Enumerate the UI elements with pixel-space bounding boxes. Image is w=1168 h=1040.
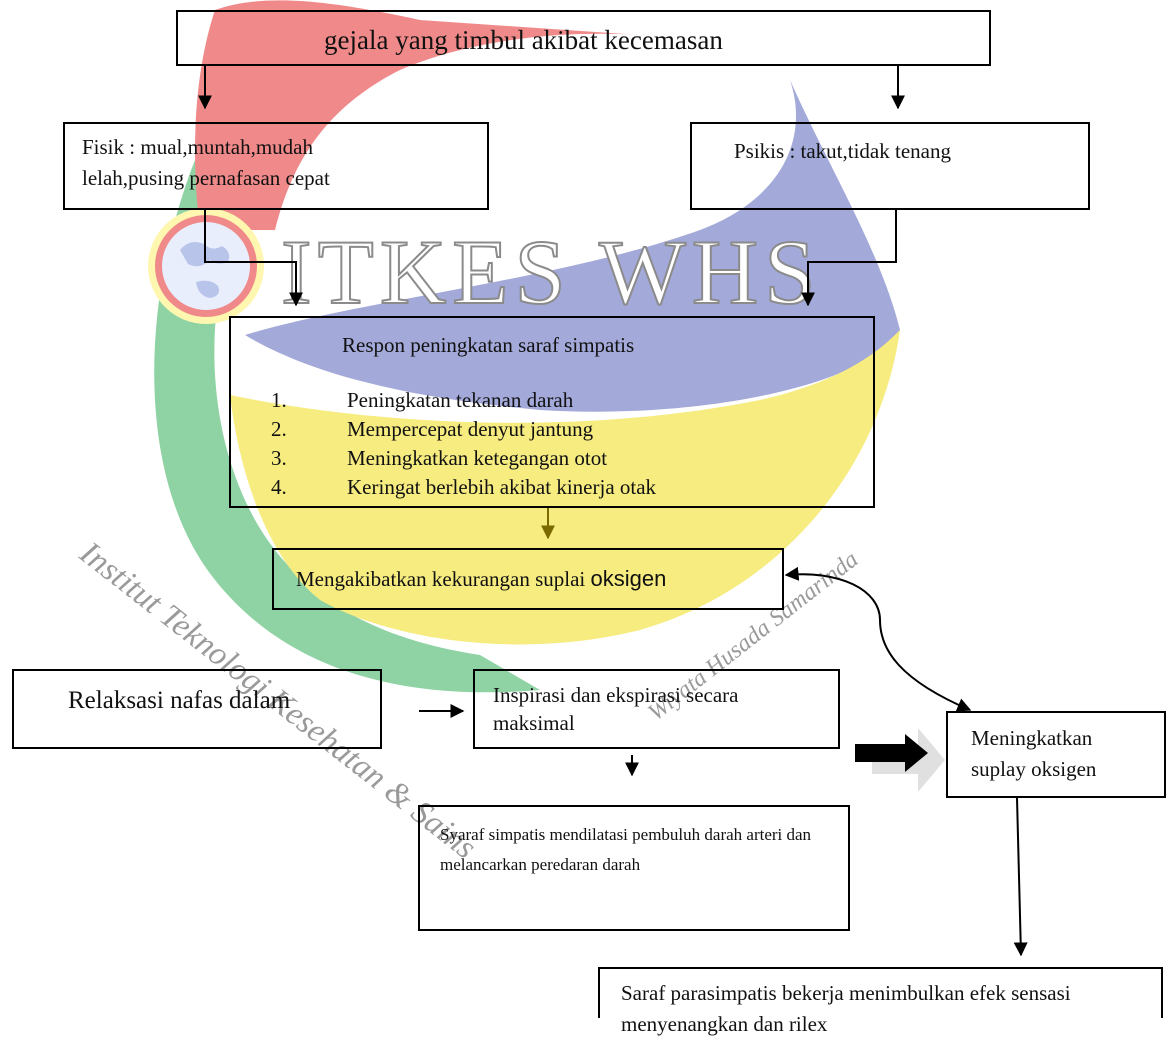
respon-item-number: 3.: [271, 446, 287, 470]
title-text: gejala yang timbul akibat kecemasan: [324, 25, 723, 55]
inspirasi-text: Inspirasi dan ekspirasi secara maksimal: [493, 683, 739, 735]
fisik-text: Fisik : mual,muntah,mudah lelah,pusing p…: [82, 135, 330, 190]
inspirasi-box: Inspirasi dan ekspirasi secara maksimal: [473, 669, 840, 749]
respon-box: Respon peningkatan saraf simpatis 1. Peni…: [229, 316, 875, 508]
psikis-text: Psikis : takut,tidak tenang: [734, 139, 951, 163]
respon-item-number: 1.: [271, 388, 287, 412]
fisik-box: Fisik : mual,muntah,mudah lelah,pusing p…: [63, 122, 489, 210]
respon-item-text: Peningkatan tekanan darah: [347, 388, 574, 412]
akibat-text: Mengakibatkan kekurangan suplai oksigen: [296, 566, 666, 592]
respon-item: 4. Keringat berlebih akibat kinerja otak: [271, 473, 656, 502]
suplay-box: Meningkatkan suplay oksigen: [946, 711, 1166, 798]
respon-item: 3. Meningkatkan ketegangan otot: [271, 444, 656, 473]
relaksasi-box: Relaksasi nafas dalam: [12, 669, 382, 749]
watermark-title: ITKES WHS: [280, 220, 822, 324]
title-box: gejala yang timbul akibat kecemasan: [176, 10, 991, 66]
akibat-oksigen-text: oksigen: [590, 566, 667, 591]
respon-item: 1. Peningkatan tekanan darah: [271, 386, 656, 415]
respon-item-number: 4.: [271, 475, 287, 499]
syaraf-box: Syaraf simpatis mendilatasi pembuluh dar…: [418, 805, 850, 931]
suplay-text: Meningkatkan suplay oksigen: [971, 726, 1097, 781]
respon-item: 2. Mempercepat denyut jantung: [271, 415, 656, 444]
respon-heading: Respon peningkatan saraf simpatis: [342, 333, 635, 357]
parasimpatis-text: Saraf parasimpatis bekerja menimbulkan e…: [621, 981, 1071, 1036]
respon-item-text: Mempercepat denyut jantung: [347, 417, 594, 441]
watermark-yellow-band: [230, 330, 900, 645]
respon-item-text: Keringat berlebih akibat kinerja otak: [347, 475, 657, 499]
akibat-main-text: Mengakibatkan kekurangan suplai: [296, 567, 591, 591]
parasimpatis-box: Saraf parasimpatis bekerja menimbulkan e…: [598, 967, 1163, 1036]
watermark-red-band: [195, 0, 640, 230]
watermark-green-arc: [154, 160, 540, 693]
watermark-blue-band: [245, 80, 900, 412]
psikis-box: Psikis : takut,tidak tenang: [690, 122, 1090, 210]
akibat-box: Mengakibatkan kekurangan suplai oksigen: [272, 548, 784, 610]
relaksasi-text: Relaksasi nafas dalam: [68, 687, 291, 714]
respon-item-number: 2.: [271, 417, 287, 441]
watermark-globe: [148, 208, 264, 324]
respon-item-text: Meningkatkan ketegangan otot: [347, 446, 608, 470]
syaraf-text: Syaraf simpatis mendilatasi pembuluh dar…: [440, 825, 812, 874]
respon-list: 1. Peningkatan tekanan darah 2. Mempercepa…: [271, 386, 656, 502]
